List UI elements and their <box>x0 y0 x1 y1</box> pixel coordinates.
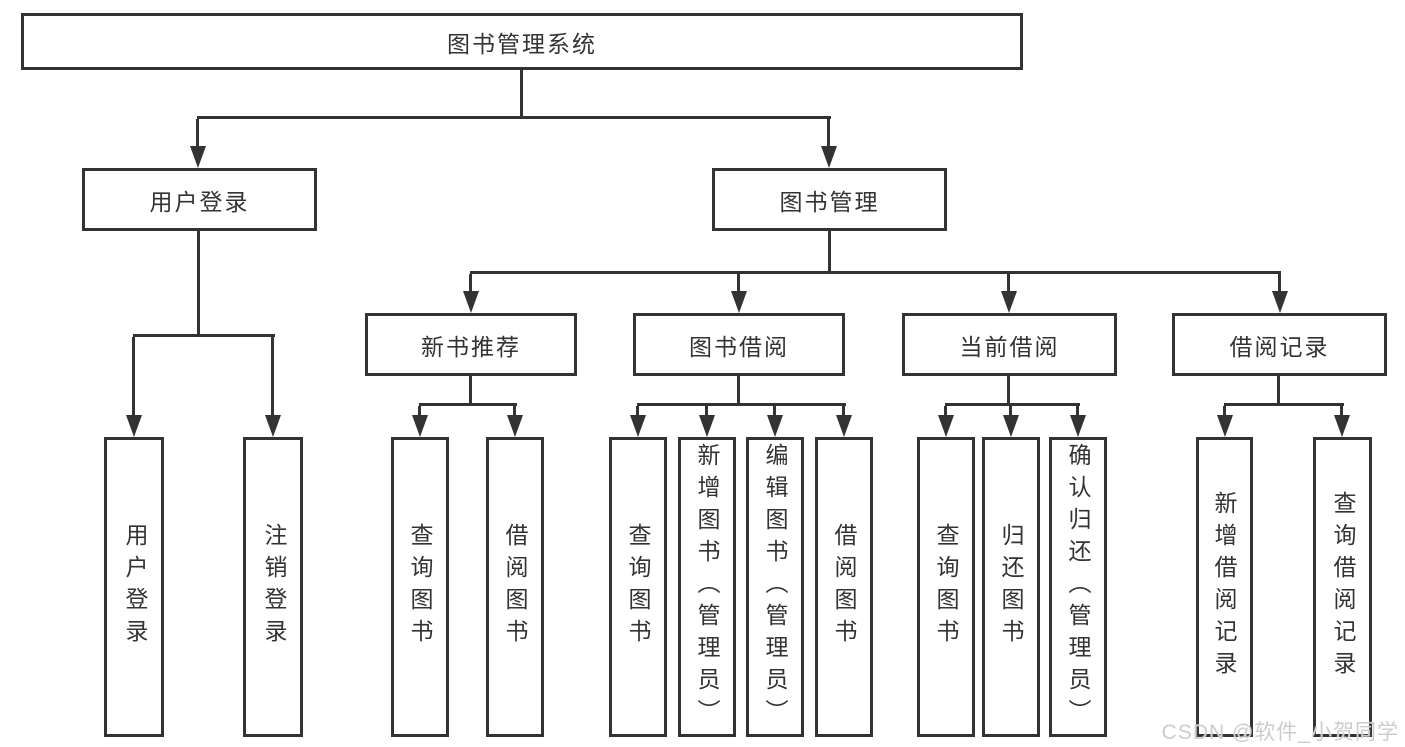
connector-line <box>1278 274 1281 291</box>
connector-line <box>419 403 517 406</box>
leaf-query-borrow-record: 查询借阅记录 <box>1313 437 1372 737</box>
arrow-down-icon <box>731 291 747 313</box>
arrow-down-icon <box>507 415 523 437</box>
connector-line <box>418 406 421 415</box>
arrow-down-icon <box>126 415 142 437</box>
leaf-user-login: 用户登录 <box>104 437 164 737</box>
arrow-down-icon <box>836 415 852 437</box>
connector-line <box>196 119 199 146</box>
node-borrowing-records: 借阅记录 <box>1172 313 1387 376</box>
node-book-borrowing: 图书借阅 <box>633 313 845 376</box>
leaf-borrow-books-recommend: 借阅图书 <box>486 437 544 737</box>
connector-line <box>1007 376 1010 406</box>
connector-line <box>637 403 846 406</box>
arrow-down-icon <box>265 415 281 437</box>
node-user-login: 用户登录 <box>82 168 317 231</box>
connector-line <box>197 116 831 119</box>
leaf-borrow-books: 借阅图书 <box>815 437 873 737</box>
leaf-logout: 注销登录 <box>243 437 303 737</box>
arrow-down-icon <box>190 146 206 168</box>
connector-line <box>197 231 200 334</box>
connector-line <box>513 406 516 415</box>
connector-line <box>1224 403 1344 406</box>
connector-line <box>828 231 831 274</box>
node-book-management: 图书管理 <box>712 168 947 231</box>
connector-line <box>705 406 708 415</box>
connector-line <box>1277 376 1280 406</box>
arrow-down-icon <box>699 415 715 437</box>
connector-line <box>773 406 776 415</box>
node-new-book-recommend: 新书推荐 <box>365 313 577 376</box>
leaf-edit-book-admin: 编辑图书（管理员） <box>746 437 804 737</box>
arrow-down-icon <box>767 415 783 437</box>
arrow-down-icon <box>463 291 479 313</box>
arrow-down-icon <box>1272 291 1288 313</box>
arrow-down-icon <box>938 415 954 437</box>
connector-line <box>133 334 275 337</box>
arrow-down-icon <box>1334 415 1350 437</box>
connector-line <box>1009 406 1012 415</box>
connector-line <box>1076 406 1079 415</box>
leaf-add-borrow-record: 新增借阅记录 <box>1196 437 1253 737</box>
connector-line <box>1007 274 1010 291</box>
leaf-return-books: 归还图书 <box>982 437 1040 737</box>
arrow-down-icon <box>1070 415 1086 437</box>
leaf-query-books-recommend: 查询图书 <box>391 437 449 737</box>
connector-line <box>469 376 472 406</box>
arrow-down-icon <box>630 415 646 437</box>
connector-line <box>636 406 639 415</box>
connector-line <box>470 271 1281 274</box>
arrow-down-icon <box>1217 415 1233 437</box>
connector-line <box>842 406 845 415</box>
leaf-query-books-current: 查询图书 <box>917 437 975 737</box>
connector-line <box>827 119 830 146</box>
connector-line <box>945 403 1080 406</box>
arrow-down-icon <box>412 415 428 437</box>
arrow-down-icon <box>1003 415 1019 437</box>
connector-line <box>132 337 135 415</box>
connector-line <box>469 274 472 291</box>
node-root: 图书管理系统 <box>21 13 1023 70</box>
leaf-query-books-borrowing: 查询图书 <box>609 437 667 737</box>
connector-line <box>1223 406 1226 415</box>
connector-line <box>737 376 740 406</box>
node-current-borrowing: 当前借阅 <box>902 313 1117 376</box>
connector-line <box>520 69 523 119</box>
arrow-down-icon <box>821 146 837 168</box>
arrow-down-icon <box>1001 291 1017 313</box>
connector-line <box>944 406 947 415</box>
connector-line <box>1340 406 1343 415</box>
leaf-confirm-return-admin: 确认归还（管理员） <box>1049 437 1107 737</box>
connector-line <box>737 274 740 291</box>
leaf-add-book-admin: 新增图书（管理员） <box>678 437 736 737</box>
watermark: CSDN @软件_小贺同学 <box>1161 721 1399 744</box>
connector-line <box>271 337 274 415</box>
